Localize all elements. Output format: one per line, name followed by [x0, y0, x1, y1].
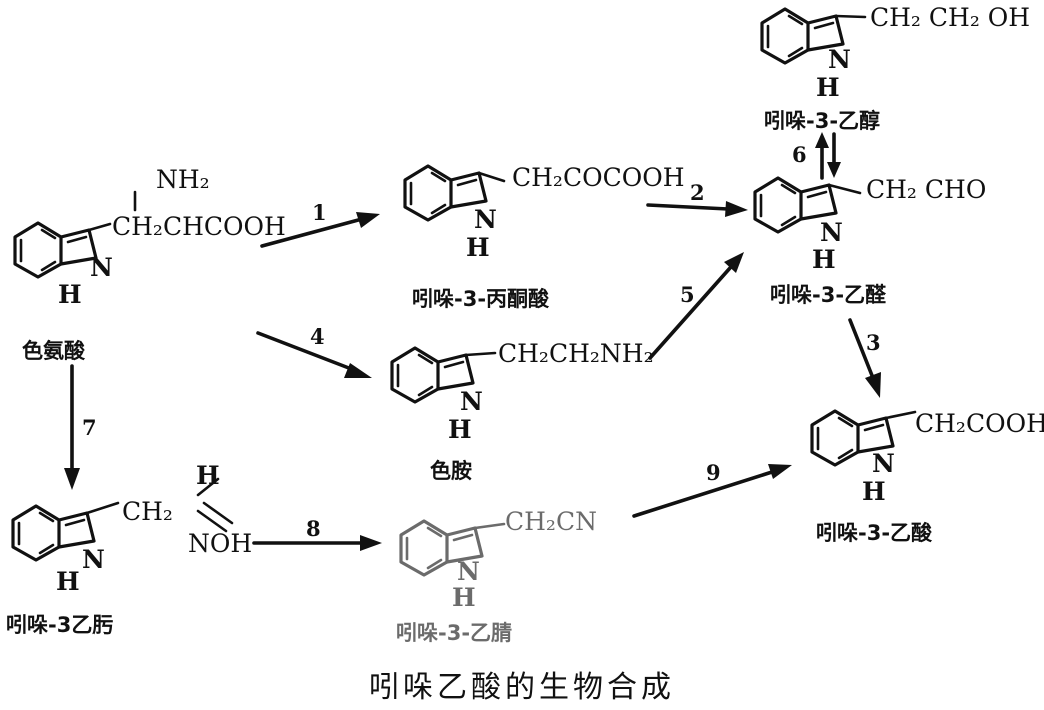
step-1-number: 1 — [312, 200, 327, 225]
tryptamine-substituent: CH₂CH₂NH₂ — [498, 339, 654, 368]
compound-indole-acetaldehyde — [753, 176, 862, 234]
indole-acetaldoxime-hydrogen: H — [56, 567, 80, 596]
compound-tryptamine — [390, 346, 497, 404]
indole-pyruvic-acid-nitrogen: N — [474, 205, 497, 234]
indole-acetaldoxime-label: 吲哚-3乙肟 — [6, 613, 113, 637]
arrow-step-2 — [646, 201, 748, 217]
arrow-step-3 — [848, 318, 881, 398]
tryptophan-amine: NH₂ — [156, 165, 210, 194]
compound-indole-acetic-acid — [810, 409, 917, 467]
indole-acetaldehyde-nitrogen: N — [820, 218, 843, 247]
arrow-step-9 — [632, 464, 792, 518]
indole-ethanol-nitrogen: N — [828, 45, 851, 74]
indole-acetaldehyde-hydrogen: H — [812, 245, 836, 274]
compound-indole-pyruvic-acid — [403, 164, 506, 222]
compound-indole-ethanol — [760, 7, 867, 65]
tryptamine-label: 色胺 — [430, 459, 472, 483]
indole-pyruvic-acid-label: 吲哚-3-丙酮酸 — [412, 287, 550, 311]
tryptophan-substituent: CH₂CHCOOH — [112, 212, 286, 241]
indole-ethanol-substituent: CH₂ CH₂ OH — [870, 3, 1030, 32]
indole-acetaldoxime-nitrogen: N — [82, 545, 105, 574]
indole-acetonitrile-nitrogen: N — [457, 557, 480, 586]
indole-ethanol-hydrogen: H — [816, 73, 840, 102]
tryptophan-label: 色氨酸 — [22, 339, 86, 363]
biosynthesis-diagram: CH₂CHCOOH NH₂ N H 色氨酸 CH₂COCOOH N H 吲哚-3… — [6, 3, 1044, 645]
indole-acetonitrile-hydrogen: H — [452, 583, 476, 612]
tryptophan-nitrogen: N — [90, 253, 113, 282]
step-2-number: 2 — [690, 180, 705, 205]
step-4-number: 4 — [310, 324, 325, 349]
arrow-step-7 — [64, 364, 80, 490]
step-8-number: 8 — [306, 516, 321, 541]
figure-caption: 吲哚乙酸的生物合成 — [369, 670, 675, 705]
compound-indole-acetaldoxime — [11, 477, 234, 562]
indole-acetonitrile-label: 吲哚-3-乙腈 — [396, 621, 512, 645]
compound-tryptophan — [13, 190, 137, 279]
indole-acetic-acid-label: 吲哚-3-乙酸 — [816, 521, 933, 545]
indole-acetaldoxime-noh: NOH — [188, 529, 252, 558]
tryptamine-nitrogen: N — [460, 387, 483, 416]
indole-pyruvic-acid-hydrogen: H — [466, 233, 490, 262]
indole-acetic-acid-hydrogen: H — [862, 477, 886, 506]
indole-acetaldoxime-h: H — [196, 461, 220, 490]
indole-acetaldehyde-substituent: CH₂ CHO — [866, 175, 986, 204]
indole-acetic-acid-nitrogen: N — [872, 449, 895, 478]
indole-acetaldoxime-ch2: CH₂ — [122, 497, 173, 526]
step-3-number: 3 — [866, 330, 881, 355]
arrow-step-1 — [260, 212, 380, 248]
step-5-number: 5 — [680, 282, 695, 307]
step-9-number: 9 — [706, 460, 721, 485]
tryptamine-hydrogen: H — [448, 415, 472, 444]
step-7-number: 7 — [82, 415, 97, 440]
tryptophan-hydrogen: H — [58, 280, 82, 309]
arrow-step-6 — [815, 132, 841, 180]
arrow-step-5 — [648, 252, 744, 360]
indole-acetic-acid-substituent: CH₂COOH — [915, 409, 1044, 438]
compound-indole-acetonitrile: CH₂CN N H 吲哚-3-乙腈 — [396, 507, 597, 645]
arrow-step-8 — [252, 535, 382, 551]
indole-pyruvic-acid-substituent: CH₂COCOOH — [512, 163, 685, 192]
indole-acetonitrile-substituent: CH₂CN — [505, 507, 597, 536]
indole-ethanol-label: 吲哚-3-乙醇 — [764, 109, 880, 133]
step-6-number: 6 — [792, 142, 807, 167]
arrow-step-4 — [256, 331, 372, 378]
indole-acetaldehyde-label: 吲哚-3-乙醛 — [770, 283, 887, 307]
